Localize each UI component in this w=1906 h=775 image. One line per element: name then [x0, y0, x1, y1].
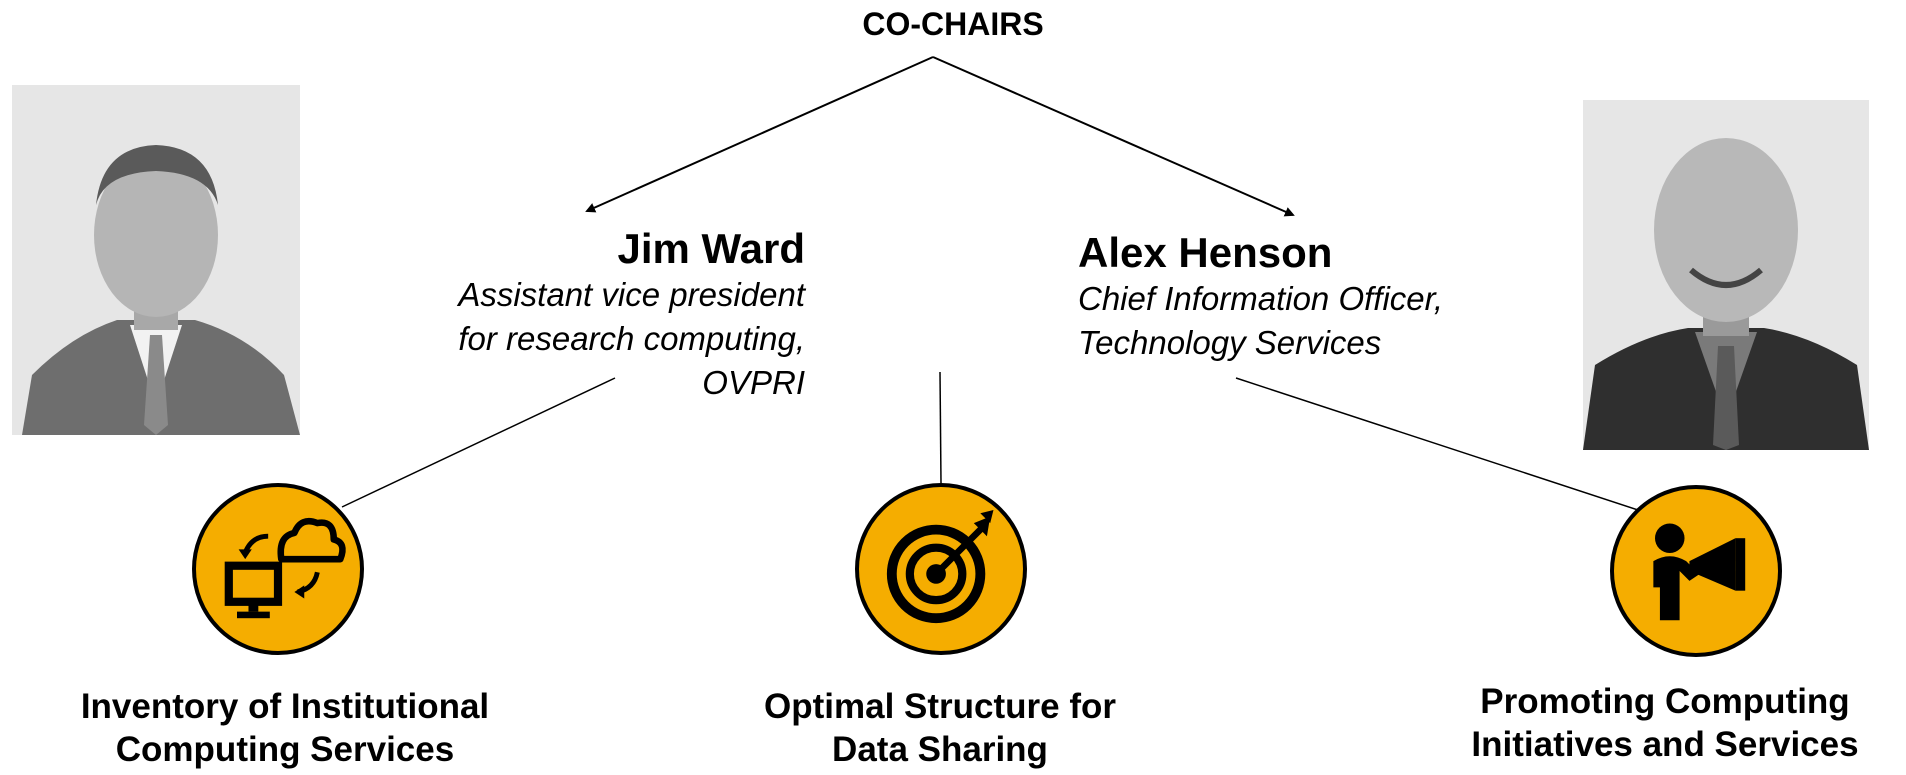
arrow-to-alex-henson — [932, 56, 1295, 217]
alex-henson-name: Alex Henson — [1078, 229, 1333, 276]
jim-ward-block: Jim Ward Assistant vice president for re… — [300, 225, 805, 405]
line-to-data-sharing — [939, 371, 942, 484]
jim-ward-photo — [12, 85, 300, 435]
arrow-to-jim-ward — [585, 56, 934, 213]
target-arrow-icon — [855, 483, 1027, 655]
promoting-caption: Promoting Computing Initiatives and Serv… — [1471, 682, 1859, 764]
data-sharing-caption: Optimal Structure for Data Sharing — [764, 687, 1116, 769]
alex-henson-role: Chief Information Officer, Technology Se… — [1078, 280, 1443, 361]
alex-henson-block: Alex Henson Chief Information Officer, T… — [1078, 229, 1638, 365]
line-to-promoting — [1235, 377, 1639, 511]
jim-ward-name: Jim Ward — [617, 225, 805, 272]
alex-henson-photo — [1583, 100, 1869, 450]
co-chairs-title: CO-CHAIRS — [862, 6, 1044, 42]
inventory-caption: Inventory of Institutional Computing Ser… — [80, 687, 490, 769]
line-to-inventory — [341, 377, 616, 508]
cloud-computer-sync-icon — [192, 483, 364, 655]
jim-ward-role: Assistant vice president for research co… — [458, 276, 805, 401]
megaphone-person-icon — [1610, 485, 1782, 657]
